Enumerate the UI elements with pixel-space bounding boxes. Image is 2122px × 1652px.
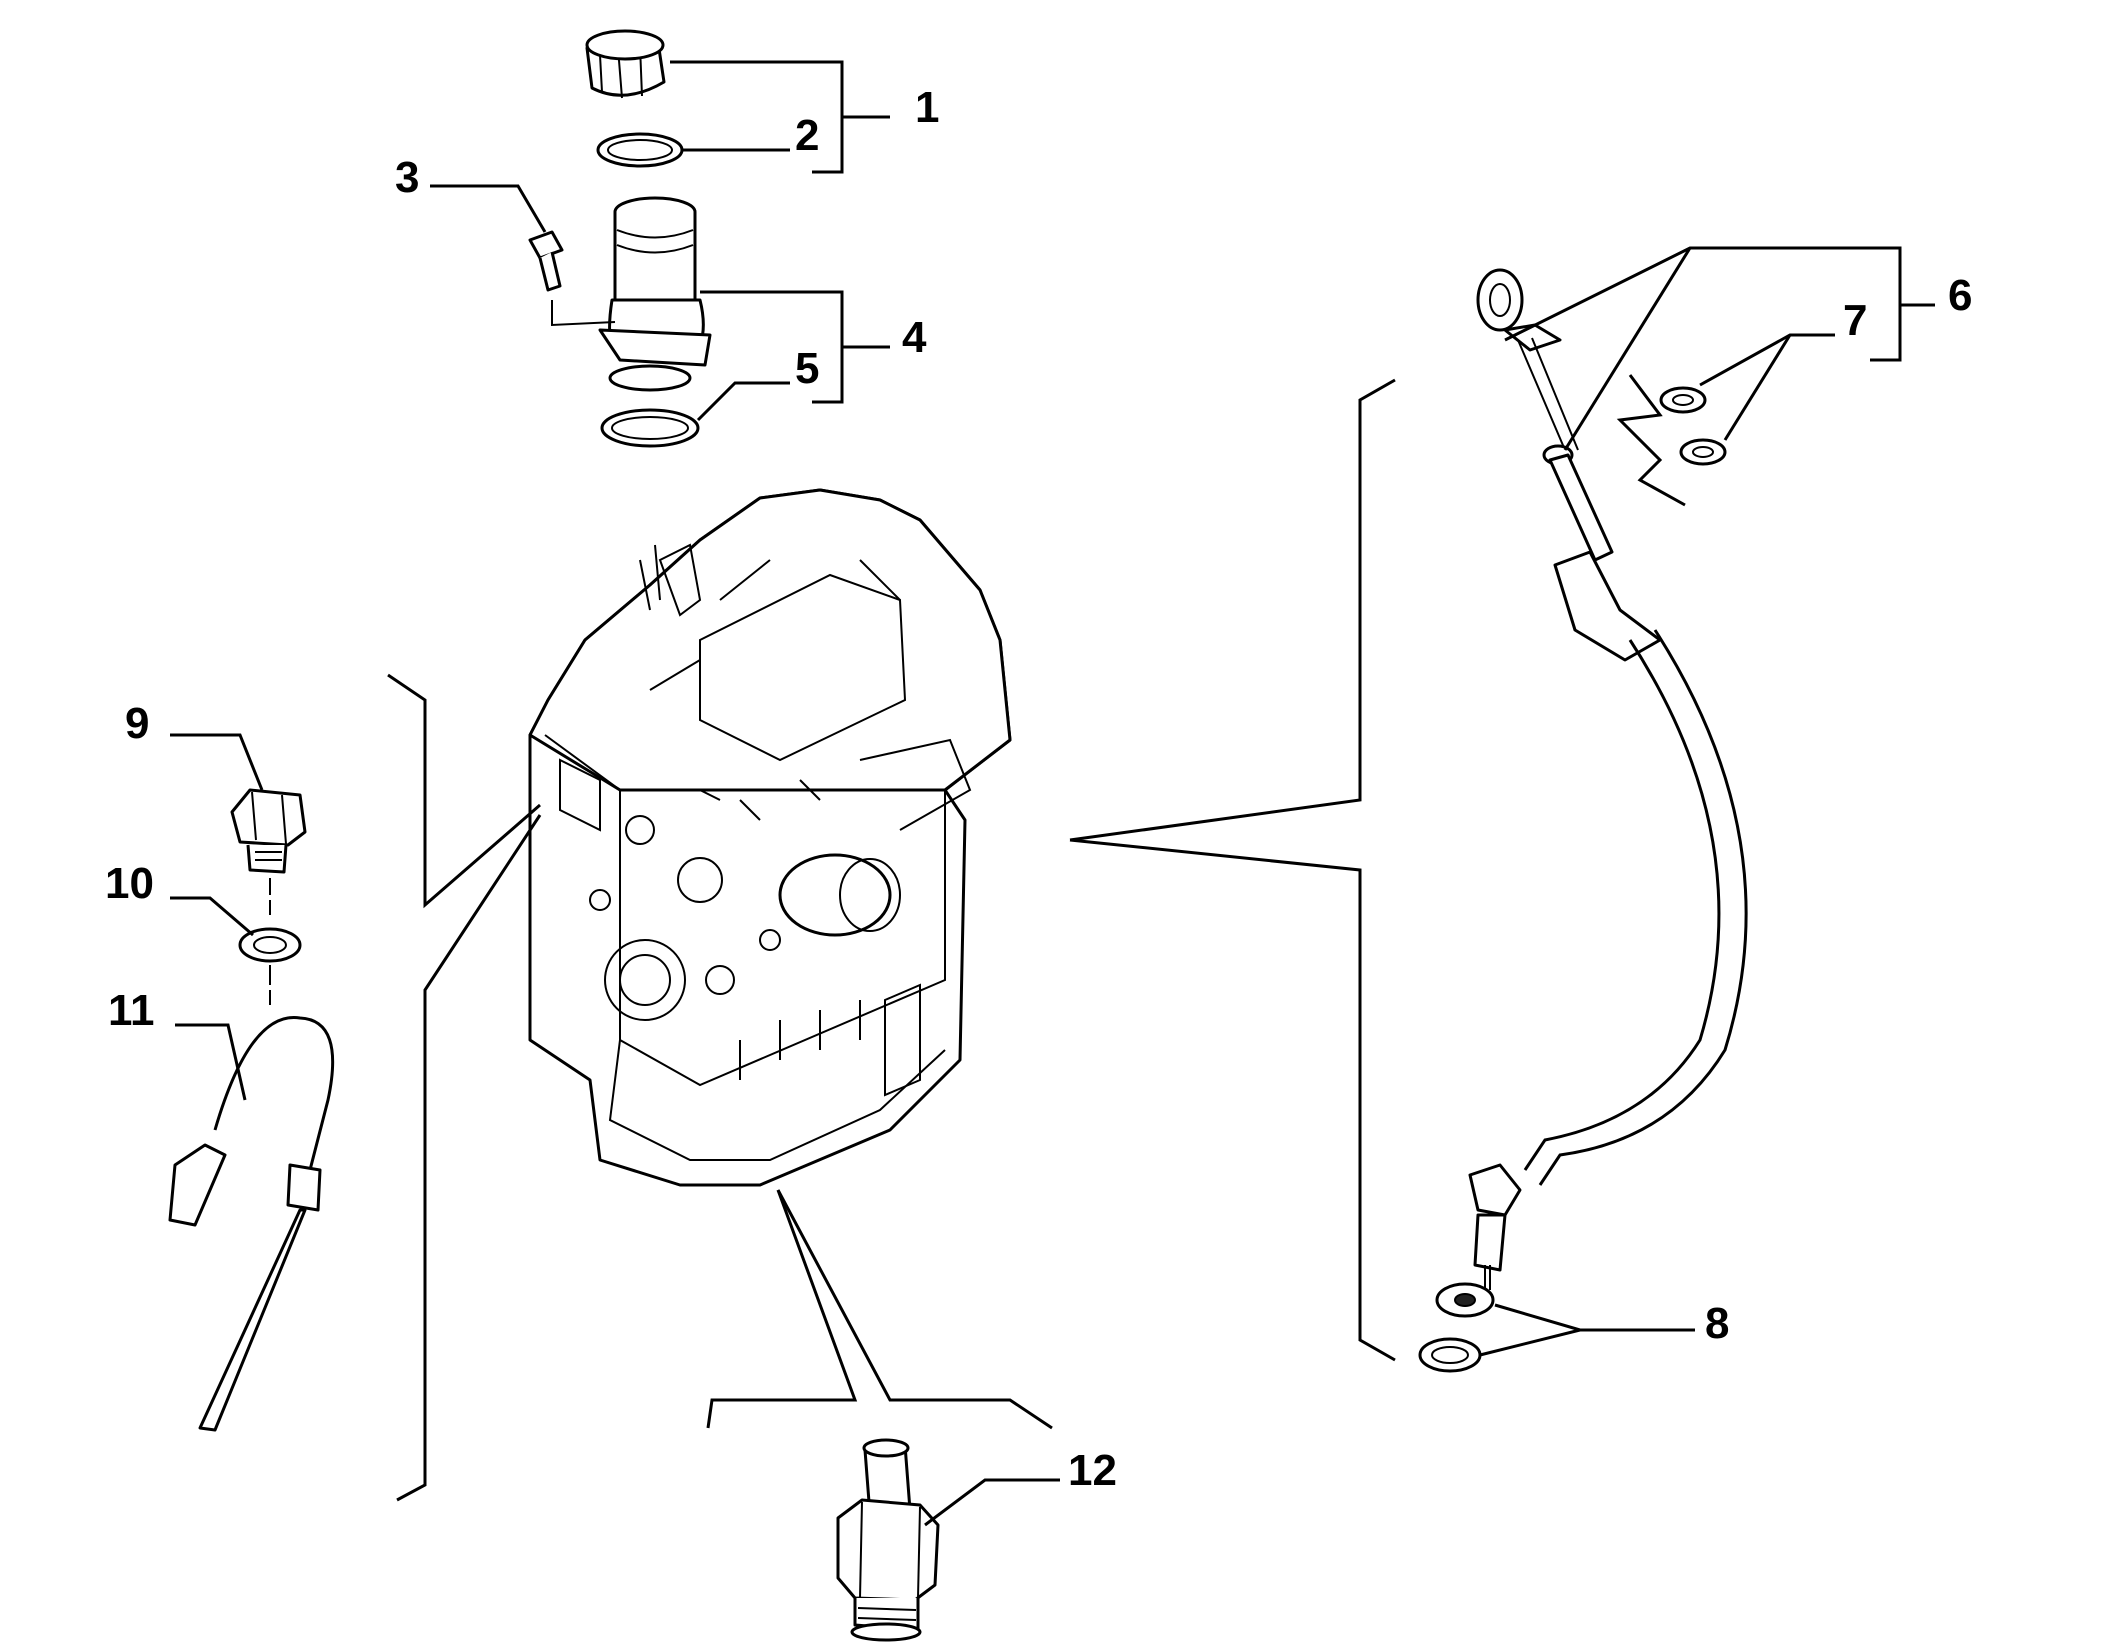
oil-filler-neck[interactable] [598,196,712,392]
dipstick-o-ring-upper[interactable] [1435,1282,1495,1318]
oil-pressure-switch[interactable] [836,1438,940,1642]
dipstick-seal-upper[interactable] [1659,386,1707,414]
callout-5: 5 [795,344,819,393]
neck-bolt[interactable] [528,230,616,327]
oil-drain-plug[interactable] [230,788,307,874]
cap-seal-ring[interactable] [596,132,684,168]
oil-filler-cap[interactable] [585,29,666,99]
dipstick-seal-lower[interactable] [1679,438,1727,466]
callout-1: 1 [915,83,939,132]
callout-8: 8 [1705,1299,1729,1348]
drain-plug-washer[interactable] [238,927,302,963]
callout-4: 4 [902,313,927,362]
callout-11: 11 [108,986,155,1035]
engine-block [528,488,1012,1187]
dipstick-o-ring-lower[interactable] [1418,1337,1482,1373]
callout-12: 12 [1068,1446,1117,1495]
oil-level-sensor[interactable] [168,1016,335,1432]
callout-6: 6 [1948,271,1972,320]
neck-seal-ring[interactable] [600,408,700,448]
oil-dipstick[interactable] [1468,268,1748,1290]
callout-2: 2 [795,111,819,160]
callout-3: 3 [395,153,419,202]
callout-9: 9 [125,699,149,748]
callout-7: 7 [1843,296,1867,345]
callout-10: 10 [105,859,154,908]
